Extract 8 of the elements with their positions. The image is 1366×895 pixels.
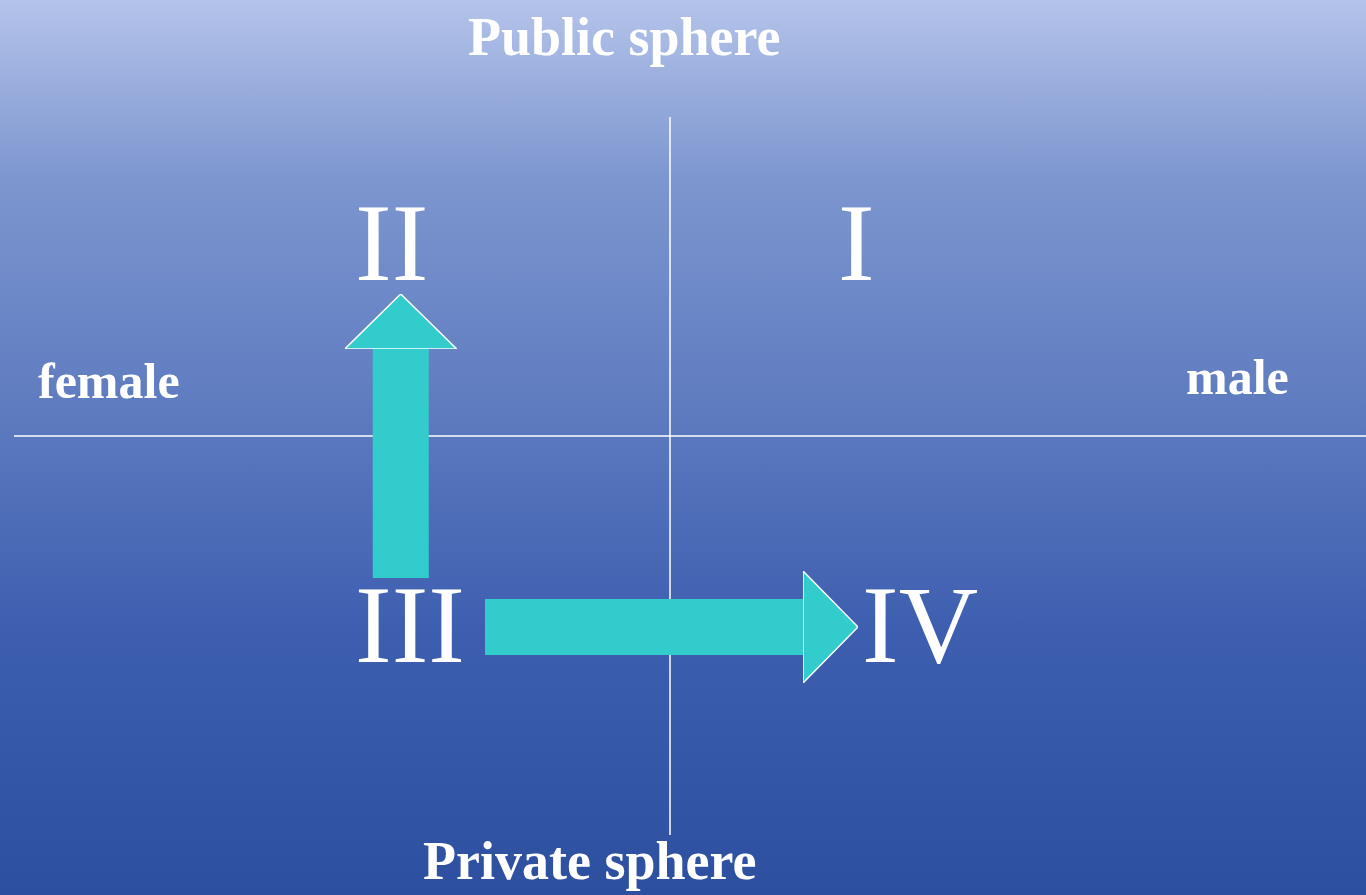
- block-arrow: [485, 570, 859, 684]
- quadrant-numeral: IV: [862, 570, 979, 680]
- block-arrow: [344, 293, 458, 578]
- axis-label: male: [1186, 352, 1289, 402]
- axis-label: female: [38, 356, 180, 406]
- quadrant-numeral: III: [355, 570, 465, 680]
- quadrant-numeral: I: [838, 188, 875, 298]
- quadrant-numeral: II: [355, 188, 429, 298]
